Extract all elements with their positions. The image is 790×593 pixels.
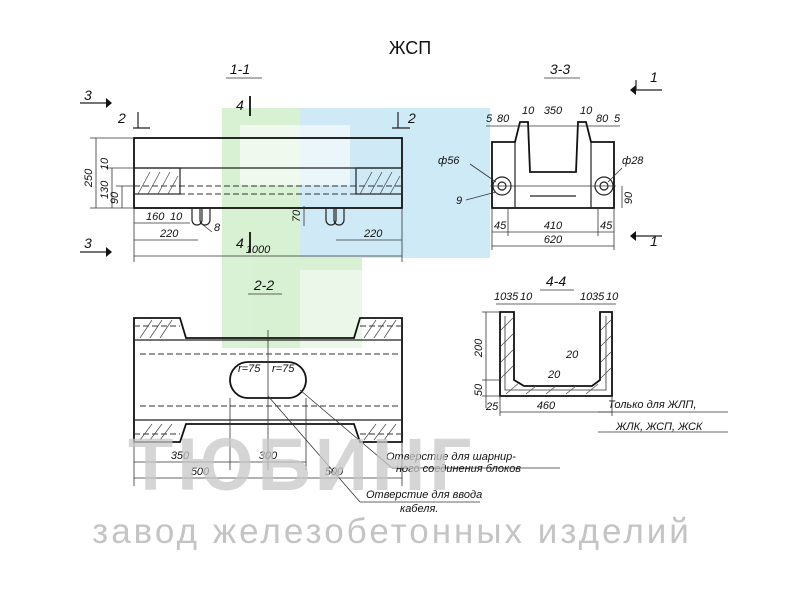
cut-label-2-right: 2 [407,110,416,126]
diameter-56: ф56 [438,155,460,167]
dim-220-right: 220 [363,228,383,240]
dim-33-90: 90 [623,191,635,204]
dim-44-10-c: 10 [580,291,593,303]
dim-90: 90 [109,191,121,204]
dim-44-35-a: 35 [506,291,519,303]
note-cable-line1: Отверстие для ввода [366,489,482,501]
dim-33-350: 350 [544,105,563,117]
dim-33-5-right: 5 [614,113,621,125]
cut-label-3-top: 3 [84,87,92,103]
dim-220-left: 220 [159,228,179,240]
view-1-1: 1-1 4 3 2 2 3 4 [80,61,416,262]
watermark-brand: ТЮБИНГ [128,423,475,506]
dim-33-5-left: 5 [486,113,493,125]
dim-44-460: 460 [537,400,556,412]
dim-250: 250 [83,168,95,188]
dim-33-620: 620 [544,234,563,246]
dim-10-a: 10 [99,157,111,170]
dim-44-35-b: 35 [592,291,605,303]
note-hinge-line1: Отверстие для шарнир- [386,451,516,463]
dim-44-10-d: 10 [606,291,619,303]
dim-22-350: 350 [171,450,190,462]
dim-33-10-left: 10 [522,105,535,117]
applicability-line1: Только для ЖЛП, [608,399,696,411]
watermark-logo [222,108,490,350]
dim-44-10-b: 10 [520,291,533,303]
diameter-28: ф28 [622,155,644,167]
dim-22-300: 300 [259,450,278,462]
drawing-title: ЖСП [389,38,431,58]
dim-44-200: 200 [473,338,485,358]
dim-1000: 1000 [246,244,271,256]
cut-label-2-left: 2 [117,110,126,126]
radius-left: r=75 [238,363,261,375]
note-cable-line2: кабеля. [400,503,438,515]
section-label-1-1: 1-1 [230,61,250,77]
cut-label-1-top: 1 [650,69,658,85]
view-4-4: 4-4 10 35 10 10 35 10 200 20 20 50 25 [473,273,728,433]
cut-label-1-bottom: 1 [650,233,658,249]
dim-44-10-a: 10 [494,291,507,303]
applicability-line2: ЖЛК, ЖСП, ЖСК [615,421,703,433]
dim-44-20-a: 20 [565,349,579,361]
watermark-tagline: завод железобетонных изделий [92,512,692,551]
dim-130: 130 [99,180,111,199]
cut-label-4-bottom: 4 [236,235,244,251]
dim-44-25: 25 [485,401,499,413]
dim-160: 160 [146,211,165,223]
dim-44-20-b: 20 [547,369,561,381]
dim-33-80-left: 80 [497,113,510,125]
dim-70: 70 [291,209,303,222]
note-hinge-line2: ного соединения блоков [396,463,521,475]
radius-right: r=75 [272,363,295,375]
dim-22-500-left: 500 [191,466,210,478]
cut-label-3-bottom: 3 [84,235,92,251]
section-label-3-3: 3-3 [550,61,570,77]
dim-8: 8 [214,222,221,234]
view-3-3: 3-3 1 1 5 80 10 350 10 80 5 ф56 ф28 [438,61,662,250]
dim-33-10-right: 10 [580,105,593,117]
cut-label-4-top: 4 [236,97,244,113]
pointer-9: 9 [456,195,462,207]
view-2-2: 2-2 r=75 r=75 350 300 [133,277,560,515]
dim-33-410: 410 [544,220,563,232]
dim-44-50: 50 [473,383,485,396]
dim-33-45-left: 45 [494,220,507,232]
dim-10-b: 10 [170,211,183,223]
section-label-2-2: 2-2 [253,277,274,293]
dim-33-80-right: 80 [596,113,609,125]
dim-33-45-right: 45 [600,220,613,232]
section-label-4-4: 4-4 [546,273,566,289]
